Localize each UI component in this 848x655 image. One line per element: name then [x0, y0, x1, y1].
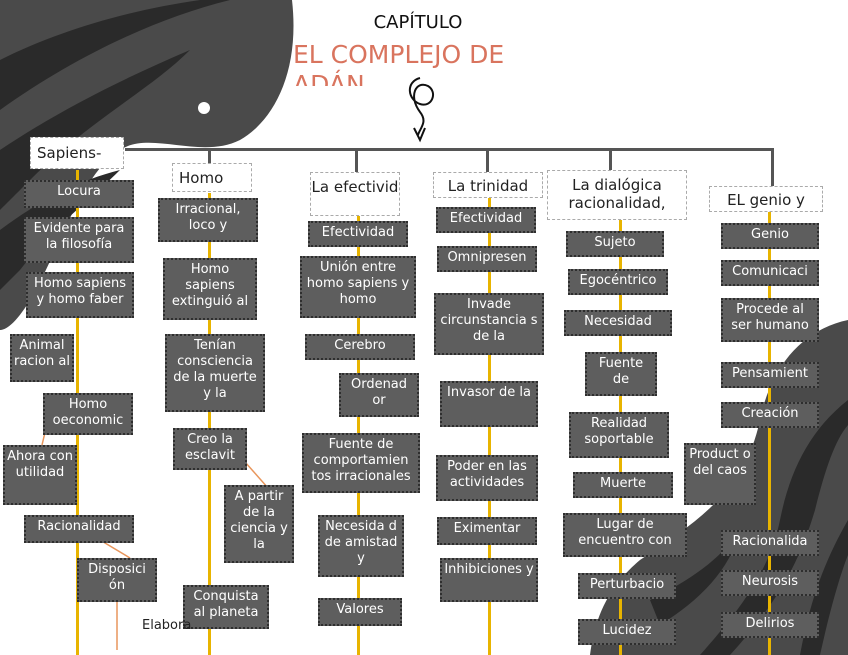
- column-header-genio: EL genio y: [709, 186, 823, 212]
- node-comunicacion: Comunicaci: [721, 260, 819, 286]
- node-animal-racional: Animal racion al: [10, 334, 74, 382]
- node-efectividad-2: Efectividad: [436, 207, 536, 233]
- node-fuente-comportamientos: Fuente de comportamien tos irracionales: [302, 433, 420, 493]
- node-efectividad-1: Efectividad: [308, 221, 408, 247]
- node-ordenador: Ordenad or: [339, 373, 419, 417]
- node-creo-esclavitud: Creo la esclavit: [173, 428, 247, 470]
- column-header-trinidad: La trinidad: [433, 172, 543, 198]
- node-creacion: Creación: [721, 402, 819, 428]
- node-homo-sapiens-extinguio: Homo sapiens extinguió al: [163, 258, 257, 320]
- node-evidente: Evidente para la filosofía: [24, 217, 134, 263]
- node-locura: Locura: [24, 180, 134, 208]
- node-invasor: Invasor de la: [440, 381, 538, 427]
- node-necesidad-amistad: Necesida d de amistad y: [318, 515, 404, 577]
- credit-text: Elabora: [142, 618, 192, 633]
- column-header-sapiens: Sapiens-: [30, 137, 124, 169]
- node-homo-oeconomic: Homo oeconomic: [43, 393, 133, 435]
- node-irracional: Irracional, loco y: [158, 198, 258, 242]
- node-realidad-soportable: Realidad soportable: [569, 412, 669, 458]
- node-eximentar: Eximentar: [437, 517, 537, 545]
- node-genio: Genio: [721, 223, 819, 249]
- node-sujeto: Sujeto: [566, 231, 664, 257]
- node-neurosis: Neurosis: [721, 570, 819, 596]
- node-homo-sapiens-faber: Homo sapiens y homo faber: [26, 272, 134, 318]
- node-omnipresente: Omnipresen: [437, 246, 537, 272]
- node-fuente: Fuente de: [585, 352, 657, 396]
- node-necesidad: Necesidad: [564, 310, 672, 336]
- node-producto-caos: Product o del caos: [684, 443, 756, 505]
- chapter-title: EL COMPLEJO DE ADÁN: [293, 40, 505, 86]
- node-procede-ser-humano: Procede al ser humano: [721, 298, 819, 342]
- node-inhibiciones: Inhibiciones y: [440, 558, 538, 602]
- column-header-efectividad: La efectivid: [310, 172, 400, 216]
- node-lucidez: Lucidez: [578, 619, 676, 645]
- node-tenian-consciencia: Tenían consciencia de la muerte y la: [165, 334, 265, 412]
- node-muerte: Muerte: [573, 472, 673, 498]
- node-cerebro: Cerebro: [305, 334, 415, 360]
- column-6-spine: [768, 212, 771, 655]
- node-racionalidad-2: Racionalida: [721, 530, 819, 556]
- node-invade-circunstancias: Invade circunstancia s de la: [434, 293, 544, 355]
- node-ahora-utilidad: Ahora con utilidad: [3, 445, 77, 505]
- column-2-spine: [208, 193, 211, 655]
- node-egocentrico: Egocéntrico: [568, 269, 668, 295]
- node-union-homo: Unión entre homo sapiens y homo: [300, 256, 416, 318]
- node-conquista-planeta: Conquista al planeta: [183, 585, 269, 629]
- node-delirios: Delirios: [721, 612, 819, 638]
- column-header-homo: Homo: [172, 163, 252, 192]
- node-perturbacion: Perturbacio: [578, 573, 676, 599]
- node-valores: Valores: [318, 598, 402, 626]
- node-a-partir-ciencia: A partir de la ciencia y la: [224, 485, 294, 563]
- chapter-heading: CAPÍTULO: [373, 12, 463, 33]
- column-header-dialogica: La dialógica racionalidad,: [547, 170, 687, 220]
- node-racionalidad: Racionalidad: [24, 515, 134, 543]
- node-pensamiento: Pensamient: [721, 362, 819, 388]
- node-poder-actividades: Poder en las actividades: [436, 455, 538, 501]
- node-disposicion: Disposici ón: [77, 558, 157, 602]
- node-lugar-encuentro: Lugar de encuentro con: [563, 513, 687, 557]
